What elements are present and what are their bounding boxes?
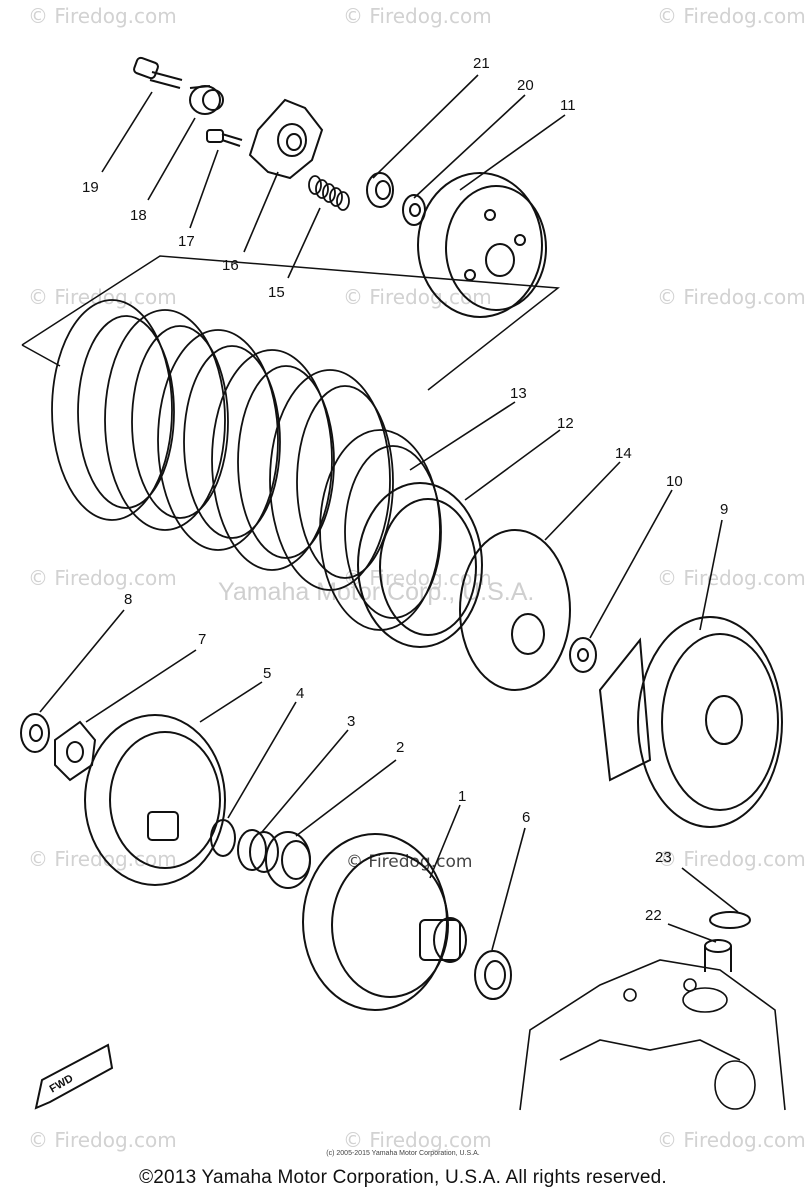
part-2-needle-bearing <box>265 831 311 889</box>
watermark: © Firedog.com <box>28 566 177 590</box>
part-21-nut <box>366 172 394 208</box>
callout-16: 16 <box>222 257 239 274</box>
part-8-washer <box>20 713 50 753</box>
watermark: © Firedog.com <box>657 847 806 871</box>
part-16-pressure-plate <box>248 98 324 180</box>
fine-print-copyright: (c) 2005-2015 Yamaha Motor Corporation, … <box>326 1150 480 1157</box>
callout-20: 20 <box>517 77 534 94</box>
watermark: © Firedog.com <box>657 566 806 590</box>
watermark: © Firedog.com <box>343 4 492 28</box>
part-14-plate <box>459 529 571 691</box>
crankcase-section <box>519 959 786 1111</box>
friction-and-steel-plates <box>51 299 442 631</box>
watermark: © Firedog.com <box>657 285 806 309</box>
callout-5: 5 <box>263 665 272 682</box>
callout-15: 15 <box>268 284 285 301</box>
part-22-plug <box>704 939 732 972</box>
callout-10: 10 <box>666 473 683 490</box>
footer-copyright: ©2013 Yamaha Motor Corporation, U.S.A. A… <box>139 1167 667 1188</box>
plate-stack-bracket <box>21 255 560 391</box>
callout-4: 4 <box>296 685 305 702</box>
callout-3: 3 <box>347 713 356 730</box>
watermark: © Firedog.com <box>657 4 806 28</box>
part-9-primary-driven-gear <box>598 616 783 828</box>
part-5-clutch-shoe-assembly <box>84 714 226 886</box>
watermark: © Firedog.com <box>343 1128 492 1152</box>
watermark: © Firedog.com <box>28 285 177 309</box>
callout-leader-lines <box>39 74 739 951</box>
part-12-friction-plate <box>357 482 483 648</box>
watermark: © Firedog.com <box>28 1128 177 1152</box>
part-11-clutch-boss <box>417 172 547 318</box>
callout-7: 7 <box>198 631 207 648</box>
part-3-collar <box>237 829 279 873</box>
callout-6: 6 <box>522 809 531 826</box>
callout-12: 12 <box>557 415 574 432</box>
part-6-thrust-washer <box>474 950 512 1000</box>
center-watermark: © Firedog.com <box>346 852 473 872</box>
watermark: © Firedog.com <box>28 4 177 28</box>
callout-22: 22 <box>645 907 662 924</box>
callout-2: 2 <box>396 739 405 756</box>
callout-23: 23 <box>655 849 672 866</box>
callout-14: 14 <box>615 445 632 462</box>
watermark: © Firedog.com <box>657 1128 806 1152</box>
forward-direction-arrow <box>34 1043 114 1110</box>
callout-13: 13 <box>510 385 527 402</box>
callout-19: 19 <box>82 179 99 196</box>
callout-8: 8 <box>124 591 133 608</box>
part-4-circlip <box>210 819 236 857</box>
callout-1: 1 <box>458 788 467 805</box>
part-10-washer <box>569 637 597 673</box>
part-15-spring <box>308 175 350 211</box>
callout-17: 17 <box>178 233 195 250</box>
callout-18: 18 <box>130 207 147 224</box>
part-1-clutch-housing <box>302 833 467 1011</box>
callout-11: 11 <box>560 97 576 114</box>
callout-21: 21 <box>473 55 490 72</box>
part-17-bolt <box>206 129 243 147</box>
part-19-bolt <box>133 56 183 89</box>
part-23-circlip <box>709 911 751 929</box>
watermark: © Firedog.com <box>343 285 492 309</box>
callout-9: 9 <box>720 501 729 518</box>
part-18-bearing <box>189 85 224 115</box>
